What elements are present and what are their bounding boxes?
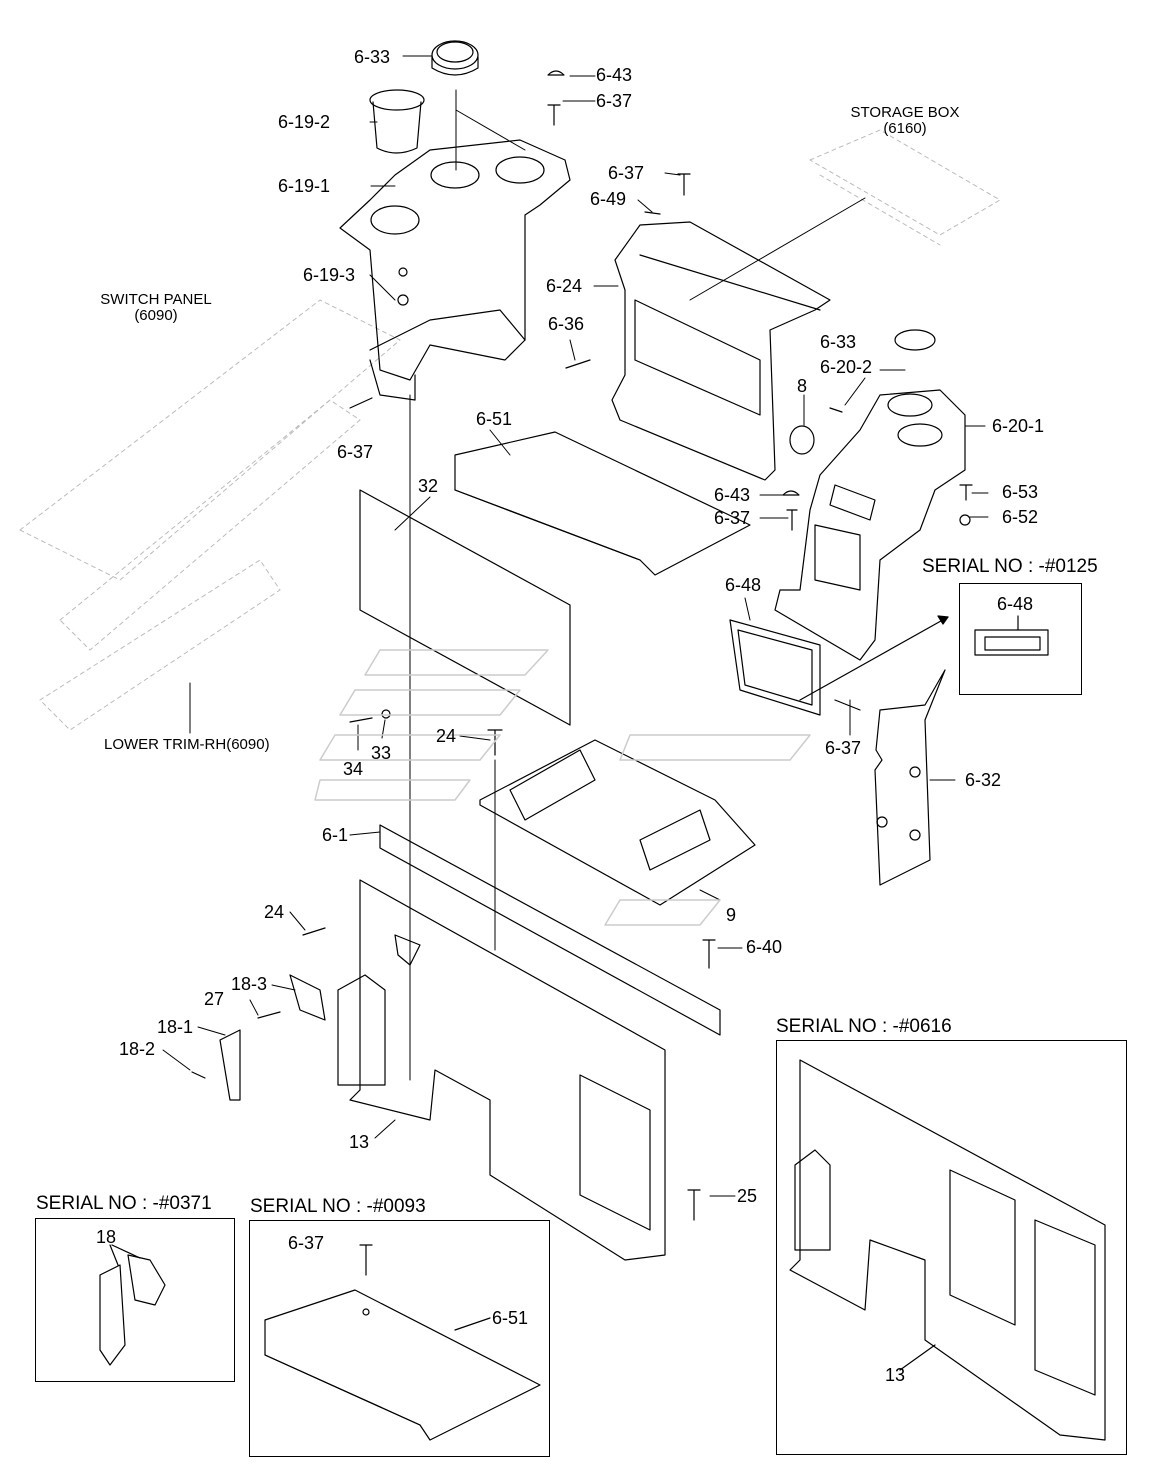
callout-13: 13 <box>349 1132 370 1152</box>
callout-24-left: 24 <box>264 902 285 922</box>
callout-8: 8 <box>797 376 808 396</box>
serial-0371-part: 18 <box>96 1227 117 1247</box>
pocket-6-48 <box>729 619 821 716</box>
storage-box-label: STORAGE BOX (6160) <box>845 105 965 137</box>
serial-0371-title: SERIAL NO : -#0371 <box>36 1193 212 1214</box>
callout-6-48: 6-48 <box>725 575 762 595</box>
callout-6-37-right: 6-37 <box>714 508 751 528</box>
bracket-6-24 <box>611 221 936 481</box>
switch-panel-ghost <box>19 299 401 731</box>
callout-18-3: 18-3 <box>231 974 268 994</box>
extinguisher <box>337 974 386 1086</box>
cup-holder-part <box>369 89 425 154</box>
serial-0616-title: SERIAL NO : -#0616 <box>776 1016 952 1037</box>
plate-6-1 <box>379 824 721 1036</box>
fasteners <box>257 70 973 1221</box>
panel-13 <box>349 879 666 1261</box>
callout-6-37-top: 6-37 <box>596 91 633 111</box>
s0371-part-drawing <box>99 1244 166 1366</box>
callout-6-43-right: 6-43 <box>714 485 751 505</box>
s0125-part-drawing <box>974 615 1049 656</box>
callout-9: 9 <box>726 905 737 925</box>
callout-6-37-mid: 6-37 <box>608 163 645 183</box>
callout-6-33-top: 6-33 <box>354 47 391 67</box>
plate-6-32 <box>874 669 946 886</box>
serial-0093-title: SERIAL NO : -#0093 <box>250 1196 426 1217</box>
switch-panel-name: SWITCH PANEL <box>100 291 212 308</box>
callout-6-19-2: 6-19-2 <box>278 112 331 132</box>
storage-box-ghost <box>809 129 1001 246</box>
callout-6-19-1: 6-19-1 <box>278 176 331 196</box>
callout-6-36: 6-36 <box>548 314 585 334</box>
callout-6-19-3: 6-19-3 <box>303 265 356 285</box>
storage-box-name: STORAGE BOX <box>850 104 960 121</box>
arrow-to-0125 <box>799 615 949 701</box>
callout-6-49: 6-49 <box>590 189 627 209</box>
callout-6-32: 6-32 <box>965 770 1002 790</box>
s0616-part-drawing <box>789 1059 1106 1441</box>
s0093-part-drawing <box>264 1244 541 1441</box>
callout-18-1: 18-1 <box>157 1017 194 1037</box>
callout-24-top: 24 <box>436 726 457 746</box>
callout-6-37-lower: 6-37 <box>825 738 862 758</box>
callout-6-40: 6-40 <box>746 937 783 957</box>
callout-33: 33 <box>371 743 392 763</box>
serial-0125-box <box>959 583 1082 695</box>
callout-6-24: 6-24 <box>546 276 583 296</box>
tray-6-51 <box>454 431 751 576</box>
panel-32 <box>359 489 571 726</box>
switch-panel-code: (6090) <box>134 307 178 324</box>
serial-0616-box <box>776 1040 1127 1455</box>
watermark <box>314 649 811 926</box>
callout-27: 27 <box>204 989 225 1009</box>
callout-32: 32 <box>418 476 439 496</box>
hammer-18 <box>191 974 326 1101</box>
serial-0093-part-a: 6-37 <box>288 1233 325 1253</box>
serial-0093-part-b: 6-51 <box>492 1308 529 1328</box>
callout-34: 34 <box>343 759 364 779</box>
cap-part-top <box>431 40 479 76</box>
callout-6-52: 6-52 <box>1002 507 1039 527</box>
switch-panel-label: SWITCH PANEL (6090) <box>96 292 216 324</box>
serial-0371-box <box>35 1218 235 1382</box>
callout-18-2: 18-2 <box>119 1039 156 1059</box>
callout-6-51: 6-51 <box>476 409 513 429</box>
lower-trim-label: LOWER TRIM-RH(6090) <box>104 736 270 753</box>
callout-6-53: 6-53 <box>1002 482 1039 502</box>
callout-6-33-right: 6-33 <box>820 332 857 352</box>
console-6-19-1 <box>339 139 571 401</box>
serial-0616-part: 13 <box>885 1365 906 1385</box>
callout-25: 25 <box>737 1186 758 1206</box>
console-6-20-1 <box>774 389 966 661</box>
callout-6-20-2: 6-20-2 <box>820 357 873 377</box>
callout-6-20-1: 6-20-1 <box>992 416 1045 436</box>
callout-6-43-top: 6-43 <box>596 65 633 85</box>
storage-box-code: (6160) <box>883 120 927 137</box>
callout-6-37-left: 6-37 <box>337 442 374 462</box>
serial-0125-title: SERIAL NO : -#0125 <box>922 556 1098 577</box>
serial-0125-part: 6-48 <box>997 594 1034 614</box>
callout-6-1: 6-1 <box>322 825 349 845</box>
frame-9 <box>479 739 756 906</box>
serial-0093-box <box>249 1220 550 1457</box>
